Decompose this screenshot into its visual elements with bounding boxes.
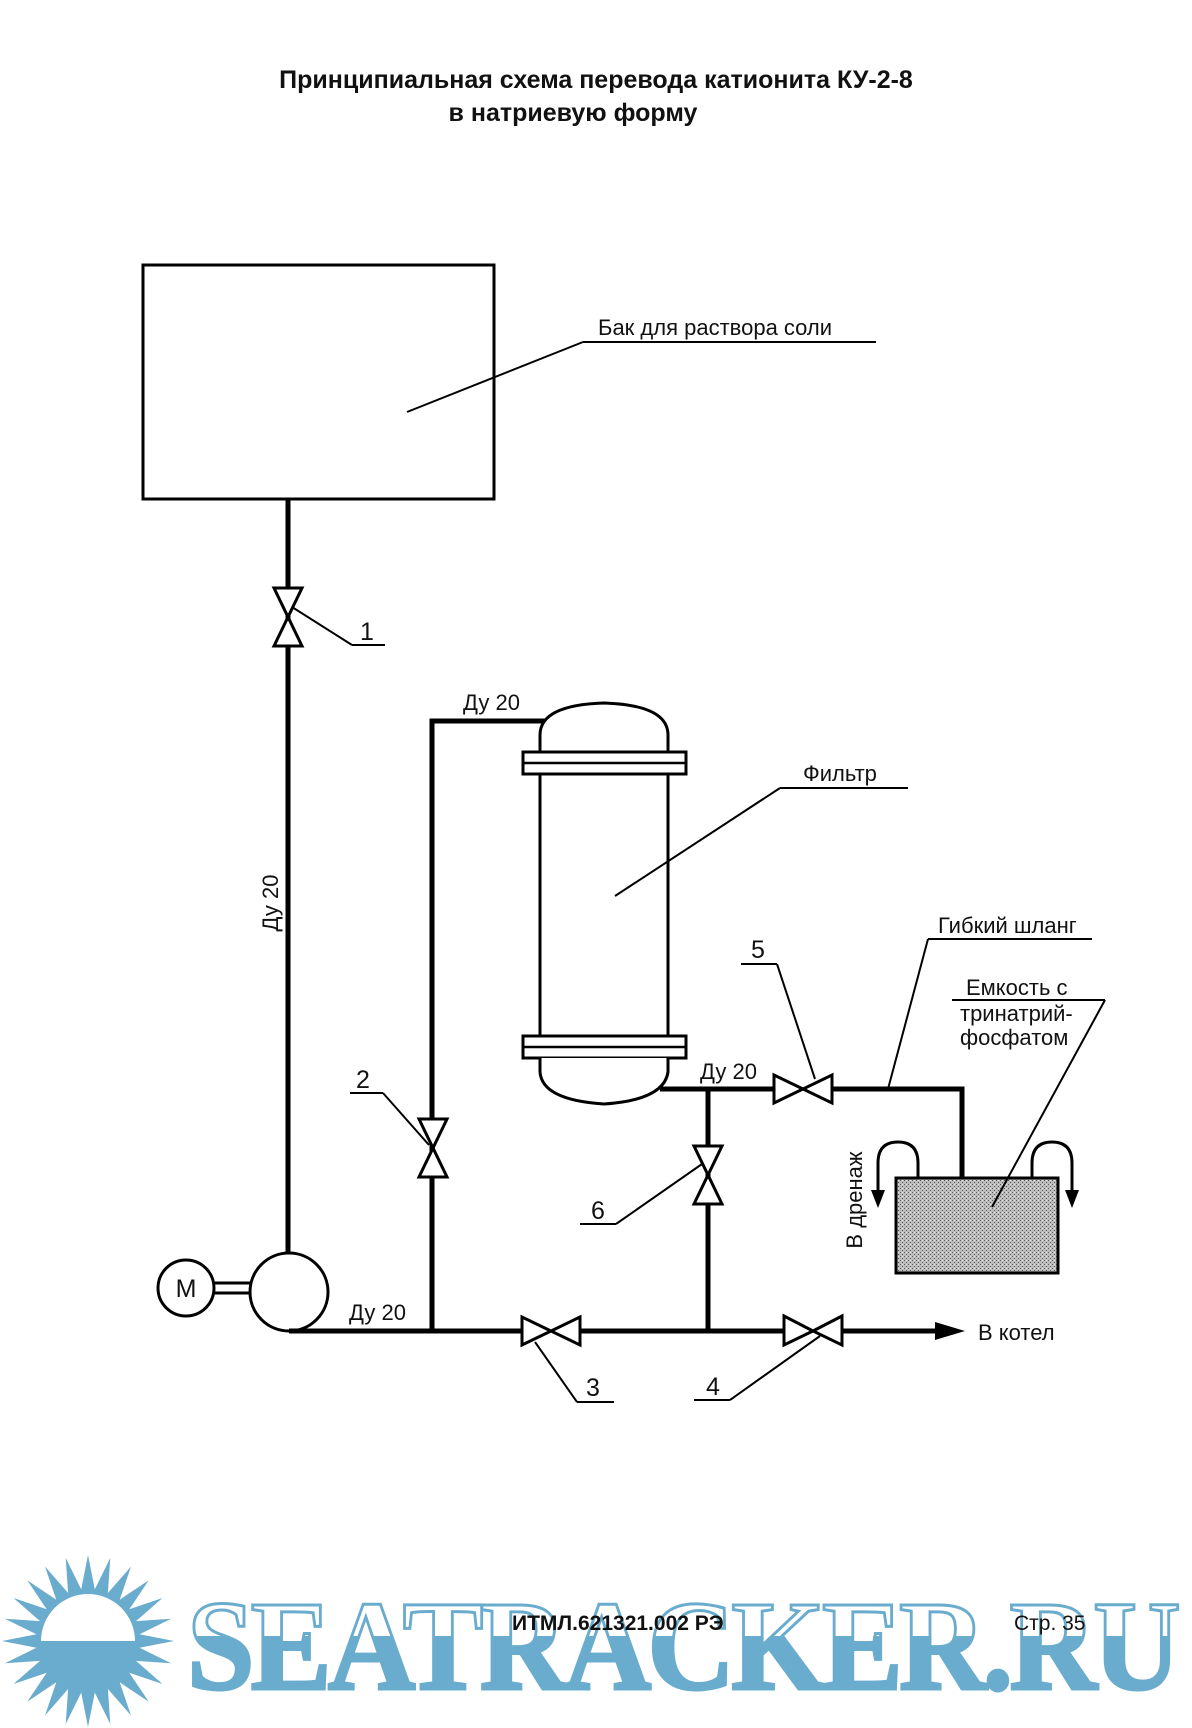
salt-tank: [141, 263, 496, 501]
valve-3-leader: [534, 1341, 578, 1403]
salt-tank-label: Бак для раствора соли: [598, 315, 832, 340]
valve-5-number: 5: [751, 936, 765, 964]
valve-2-leader: [382, 1092, 430, 1146]
valve-6[interactable]: [691, 1144, 725, 1206]
sun-upper-half: [41, 1594, 135, 1641]
boiler-arrow-icon: [935, 1322, 965, 1340]
document-code: ИТМЛ.621321.002 РЭ: [512, 1612, 724, 1635]
pipe-label-filter-bottom: Ду 20: [700, 1059, 757, 1084]
filter-label: Фильтр: [803, 761, 877, 786]
phosphate-container: [894, 1176, 1060, 1275]
motor-label: М: [176, 1275, 197, 1303]
valve-4-number: 4: [706, 1373, 720, 1401]
pipe-label-left: Ду 20: [258, 875, 283, 932]
drain-label: В дренаж: [842, 1151, 867, 1248]
drain-arrow-right-icon: [1065, 1190, 1079, 1208]
boiler-label: В котел: [978, 1320, 1055, 1345]
diagram-title-line1: Принципиальная схема перевода катионита …: [279, 66, 913, 94]
drain-arrow-left-icon: [871, 1190, 885, 1208]
valve-2[interactable]: [416, 1117, 450, 1179]
pipe-label-filter-top: Ду 20: [463, 690, 520, 715]
sun-logo-icon: [2, 1555, 174, 1727]
valve-4-leader: [729, 1335, 821, 1401]
hose-leader: [887, 938, 929, 1090]
salt-tank-leader: [406, 341, 584, 413]
hose-label: Гибкий шланг: [938, 913, 1077, 938]
valve-6-leader: [615, 1163, 703, 1225]
drain-hook-right: [1030, 1140, 1074, 1192]
pump: [248, 1251, 330, 1333]
valve-3[interactable]: [520, 1314, 582, 1348]
valve-5[interactable]: [772, 1072, 834, 1106]
valve-2-number: 2: [356, 1066, 370, 1094]
drain-hook-left: [876, 1140, 920, 1192]
pipe-to-filter-top: [429, 718, 549, 1331]
watermark-text-fill: SEATRACKER.RU: [187, 1575, 1178, 1717]
valve-1-number: 1: [360, 618, 374, 646]
filter-vessel: [521, 701, 688, 1106]
valve-5-leader: [776, 963, 816, 1080]
container-label-line3: фосфатом: [960, 1025, 1068, 1050]
valve-3-number: 3: [586, 1374, 600, 1402]
filter-leader: [614, 787, 781, 897]
pipe-label-pump-outlet: Ду 20: [349, 1300, 406, 1325]
valve-6-number: 6: [591, 1197, 605, 1225]
watermark: SEATRACKER.RU SEATRACKER.RU: [186, 1574, 1184, 1719]
page-number: Стр. 35: [1014, 1612, 1086, 1635]
container-leader: [991, 999, 1106, 1208]
diagram-title-line2: в натриевую форму: [449, 99, 698, 127]
motor: [156, 1258, 216, 1318]
valve-4[interactable]: [782, 1313, 844, 1348]
container-label-line2: тринатрий-: [960, 1001, 1073, 1026]
valve-1-leader: [291, 606, 353, 646]
container-label-line1: Емкость с: [966, 975, 1068, 1000]
watermark-text-outline: SEATRACKER.RU: [187, 1575, 1178, 1717]
valve-1[interactable]: [271, 586, 305, 648]
